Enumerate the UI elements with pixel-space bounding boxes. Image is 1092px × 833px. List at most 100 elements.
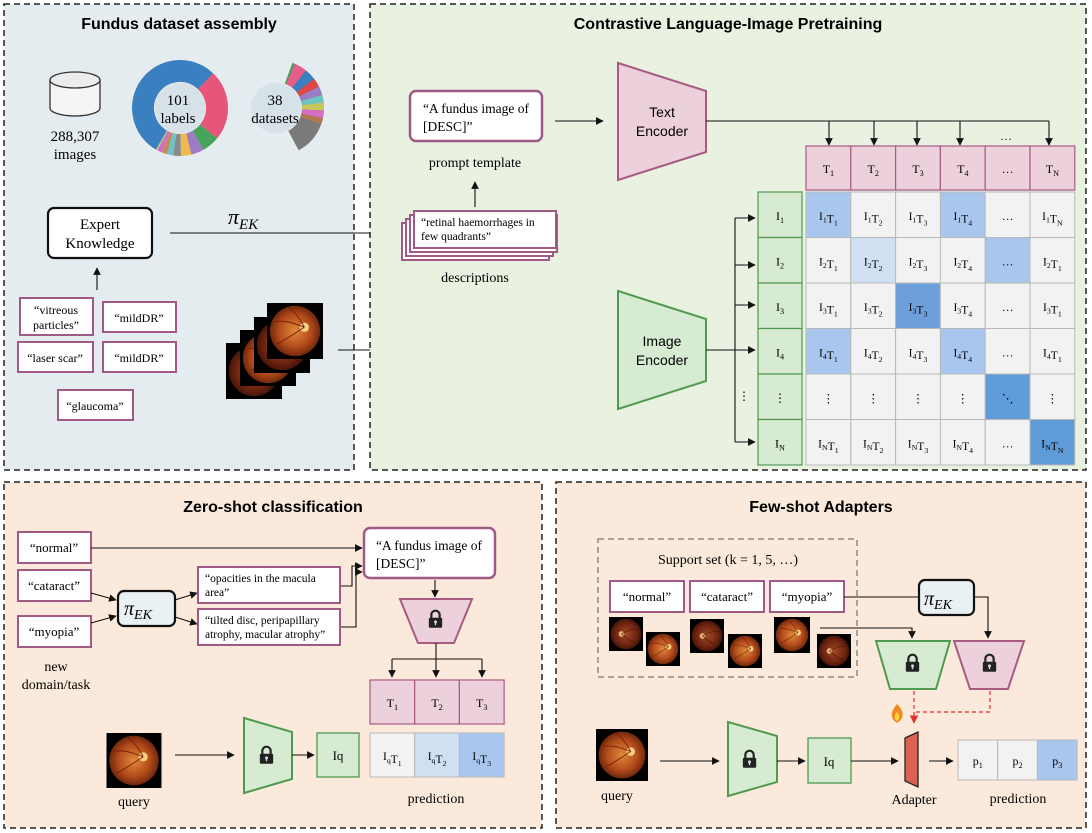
labels-label: labels — [161, 111, 196, 127]
labels-donut-chart — [132, 60, 228, 156]
support-set-title: Support set (k = 1, 5, …) — [658, 553, 798, 568]
zs-text-embedding-label: T2 — [431, 696, 442, 712]
similarity-cell — [805, 373, 852, 420]
similarity-cell — [1029, 191, 1076, 238]
pi-ek-label: πEK — [228, 204, 259, 233]
similarity-cell-label: ⋮ — [867, 393, 879, 405]
similarity-cell-label: I3T4 — [953, 302, 972, 319]
text-embedding-label: T1 — [823, 162, 834, 178]
fs-class-myopia — [769, 580, 845, 613]
text-embedding-label: … — [1002, 162, 1014, 176]
similarity-cell-label: I2T3 — [909, 256, 928, 273]
datasets-count: 38 — [268, 93, 283, 109]
zs-text-embedding-cell — [369, 679, 416, 725]
similarity-cell — [939, 282, 986, 329]
text-embedding-cell — [939, 145, 986, 191]
image-encoder — [617, 289, 707, 411]
zs-class-myopia-text: “myopia” — [29, 624, 80, 639]
similarity-cell — [805, 191, 852, 238]
support-set-box — [597, 538, 858, 678]
similarity-cell-label: I3T1 — [1043, 302, 1062, 319]
similarity-cell-label: INT4 — [953, 438, 974, 455]
prompt-template-box — [408, 89, 544, 143]
similarity-cell-label: ⋮ — [912, 393, 924, 405]
image-embedding-label: I1 — [776, 209, 784, 225]
similarity-cell-label: I1T3 — [909, 211, 928, 228]
tag-vitreous-line1: “vitreous — [34, 303, 78, 317]
similarity-cell-label: I4T3 — [909, 347, 928, 364]
similarity-cell — [984, 373, 1031, 420]
similarity-cell — [1029, 237, 1076, 284]
similarity-cell — [1029, 282, 1076, 329]
tag-vitreous-particles — [19, 297, 94, 336]
similarity-cell — [939, 373, 986, 420]
zs-prediction-cell-label: IqT3 — [472, 751, 491, 768]
expert-knowledge-line1: Expert — [80, 217, 121, 233]
prompt-template-line1: “A fundus image of — [423, 101, 530, 116]
zs-text-embedding-label: T1 — [387, 696, 398, 712]
image-embedding-label: IN — [775, 436, 785, 452]
image-embedding-label: I2 — [776, 254, 784, 270]
similarity-cell-label: ⋮ — [823, 393, 835, 405]
fs-prediction-cell-label: p3 — [1052, 754, 1062, 770]
similarity-cell — [850, 328, 897, 375]
fs-iq-text: Iq — [824, 754, 835, 769]
similarity-cell — [984, 282, 1031, 329]
tag-laser-scar — [17, 341, 94, 373]
similarity-cell-label: … — [1002, 256, 1014, 268]
fewshot-panel-title: Few-shot Adapters — [749, 499, 893, 516]
zs-prediction-label: prediction — [408, 792, 465, 807]
similarity-cell-label: … — [1002, 302, 1014, 314]
fs-iq-box — [807, 737, 852, 784]
image-arrow-vdots: ⋮ — [738, 389, 750, 403]
zs-text-fanout-arrows — [388, 643, 486, 678]
similarity-cell-label: ⋮ — [1047, 393, 1059, 405]
fs-prediction-cell-label: p1 — [973, 754, 983, 770]
similarity-cell-label: … — [1002, 347, 1014, 359]
zs-desc-tilted-line2: atrophy, macular atrophy” — [205, 629, 325, 641]
similarity-cell-label: INT2 — [863, 438, 884, 455]
zs-pi-ek-label: πEK — [124, 598, 153, 623]
zs-class-normal — [17, 531, 92, 564]
zs-desc-tilted-line1: “tilted disc, peripapillary — [205, 615, 320, 627]
image-encoder-line2: Encoder — [636, 352, 688, 368]
zs-new-line2: domain/task — [22, 678, 90, 693]
similarity-cell — [805, 282, 852, 329]
zs-desc-opacities-line2: area” — [205, 587, 229, 599]
similarity-cell-label: I2T2 — [864, 256, 883, 273]
zs-prompt-template-box — [362, 526, 497, 580]
zs-class-cataract-text: “cataract” — [28, 578, 80, 593]
similarity-cell-label: … — [1002, 211, 1014, 223]
similarity-cell-label: I4T2 — [864, 347, 883, 364]
text-embedding-label: T2 — [867, 162, 878, 178]
expert-knowledge-line2: Knowledge — [65, 236, 134, 252]
fs-class-cataract — [689, 580, 765, 613]
similarity-cell — [850, 419, 897, 466]
image-embedding-cell — [757, 191, 803, 239]
similarity-cell-label: I2T1 — [1043, 256, 1062, 273]
image-embedding-label: I3 — [776, 300, 784, 316]
text-embedding-cell — [850, 145, 897, 191]
similarity-cell — [850, 237, 897, 284]
zs-prompt-line1: “A fundus image of — [376, 538, 483, 553]
similarity-cell-label: I4T4 — [953, 347, 972, 364]
similarity-cell-label: I3T3 — [909, 302, 928, 319]
tag-glaucoma — [57, 389, 134, 421]
similarity-cell-label: I3T1 — [819, 302, 838, 319]
tag-milddr-2-text: “mildDR” — [114, 351, 163, 365]
zs-class-cataract — [17, 569, 92, 602]
similarity-cell-label: INT1 — [818, 438, 839, 455]
similarity-cell-label: I4T1 — [1043, 347, 1062, 364]
zs-desc-tilted — [197, 608, 341, 646]
zeroshot-panel-title: Zero-shot classification — [183, 499, 363, 516]
zs-desc-opacities-line1: “opacities in the macula — [205, 573, 316, 585]
text-embedding-cell — [894, 145, 941, 191]
clip-panel-title: Contrastive Language-Image Pretraining — [574, 16, 883, 33]
text-encoder-line2: Encoder — [636, 123, 688, 139]
tag-milddr-1-text: “mildDR” — [114, 311, 163, 325]
similarity-cell — [984, 328, 1031, 375]
datasets-label: datasets — [251, 111, 299, 127]
similarity-cell — [984, 237, 1031, 284]
images-label: images — [54, 147, 97, 163]
text-encoder-line1: Text — [649, 104, 675, 120]
